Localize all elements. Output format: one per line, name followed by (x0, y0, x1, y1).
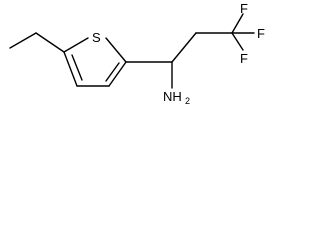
bond-ring-c4-c5-double (71, 54, 83, 81)
bond-ring-s-c2 (105, 37, 127, 63)
fluorine-right-label: F (257, 26, 265, 41)
amine-label: NH (163, 89, 182, 104)
bond-methylene-ring (35, 32, 65, 53)
amine-subscript: 2 (185, 96, 190, 106)
bond-ch-ch2 (171, 32, 197, 63)
molecule-structure: S F F F NH 2 (9, 1, 265, 106)
bond-c-f-lower (231, 32, 244, 51)
bond-ring-c2-c3 (108, 61, 127, 87)
bond-methyl-methylene (9, 32, 37, 49)
fluorine-lower-label: F (240, 51, 248, 66)
bond-ring-c5-s (63, 37, 89, 53)
sulfur-atom-label: S (92, 30, 101, 45)
bond-ring-c2-c3-double (105, 62, 120, 82)
fluorine-top-label: F (240, 1, 248, 16)
bond-ring-c4-c5 (63, 51, 78, 87)
bond-c-f-top (231, 13, 244, 34)
